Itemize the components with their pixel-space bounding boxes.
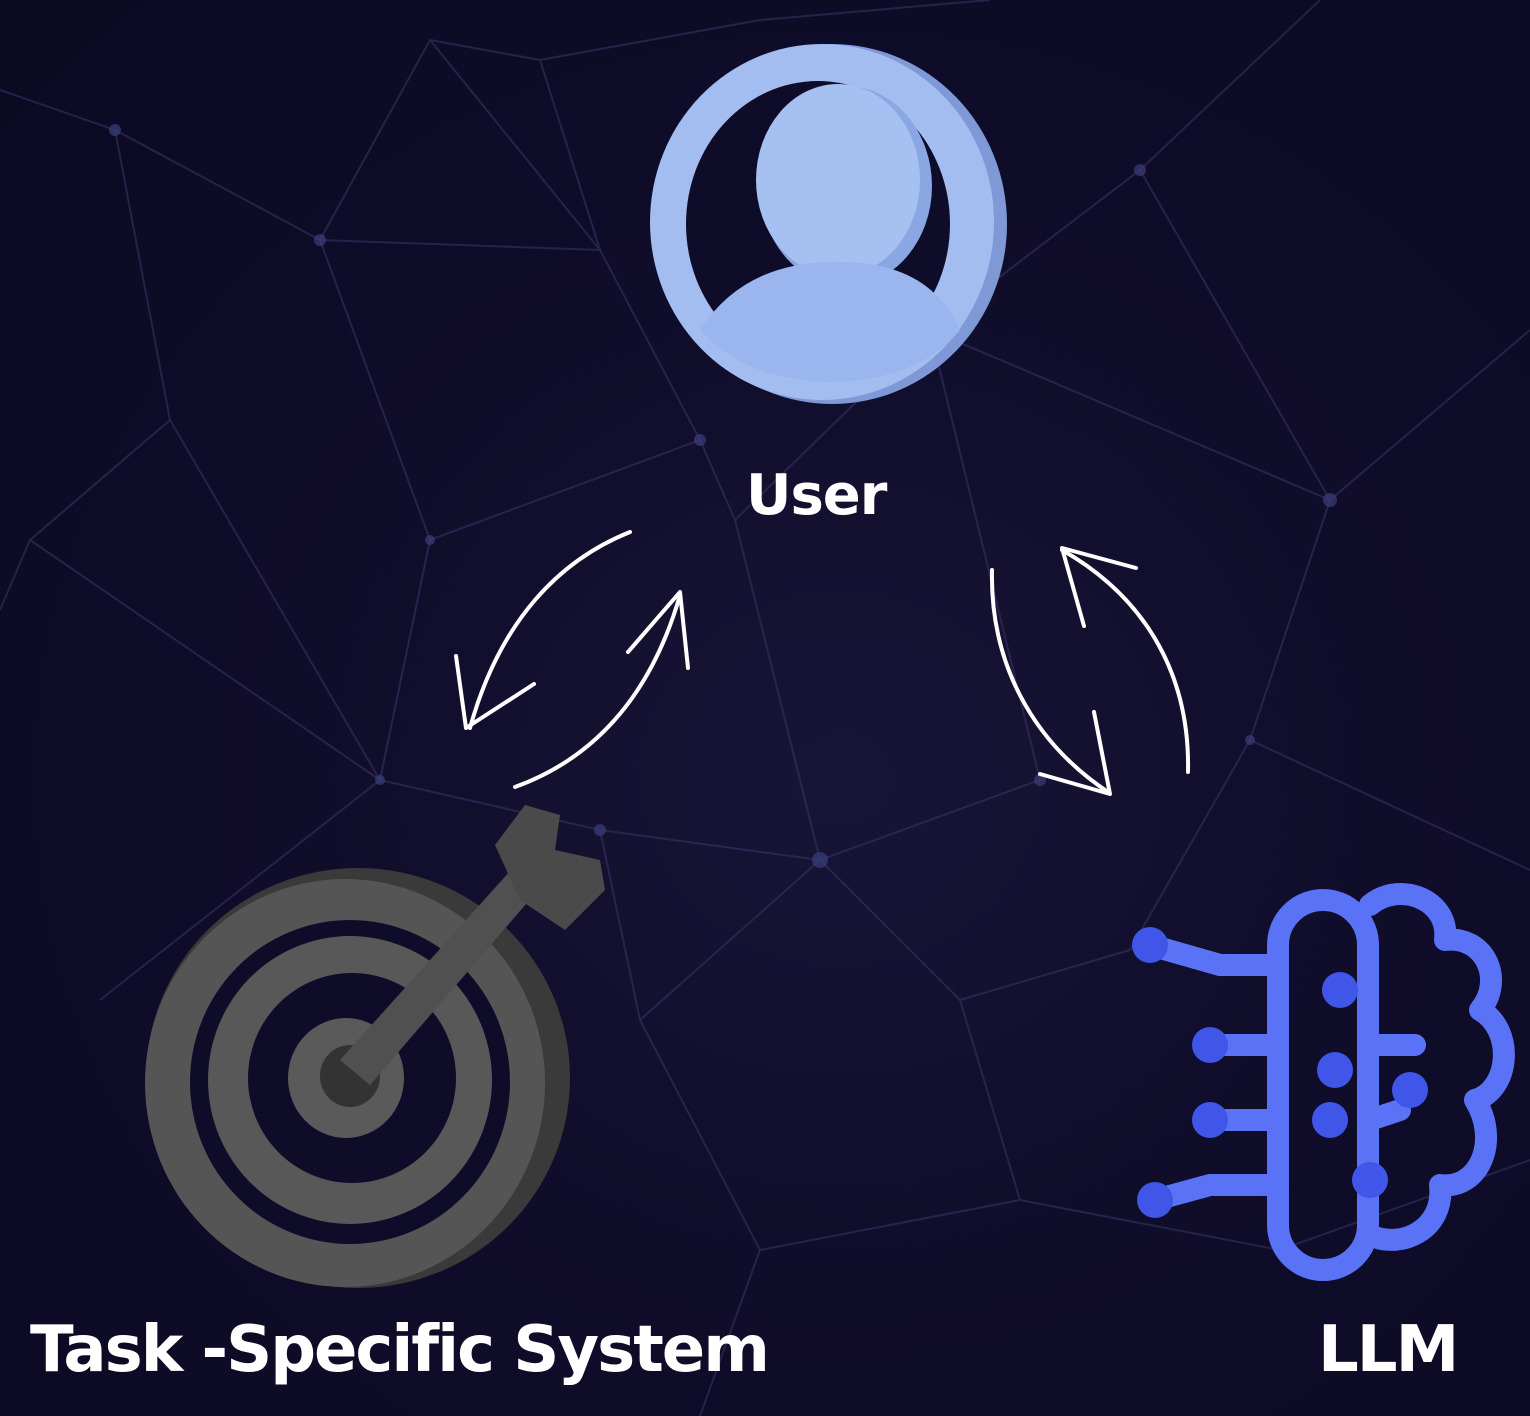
arrow-task-to-user: [513, 593, 682, 789]
user-label: User: [746, 463, 887, 528]
arrow-user-to-task: [468, 530, 632, 730]
arrow-llm-to-user: [1060, 548, 1191, 774]
task-system-label: Task -Specific System: [30, 1313, 770, 1387]
arrowhead-task: [454, 654, 536, 730]
arrowhead-user-left: [626, 590, 690, 670]
arrowhead-user-right: [1060, 546, 1138, 628]
llm-label: LLM: [1318, 1313, 1459, 1387]
arrow-user-to-llm: [989, 568, 1110, 794]
arrowhead-llm: [1038, 710, 1112, 796]
